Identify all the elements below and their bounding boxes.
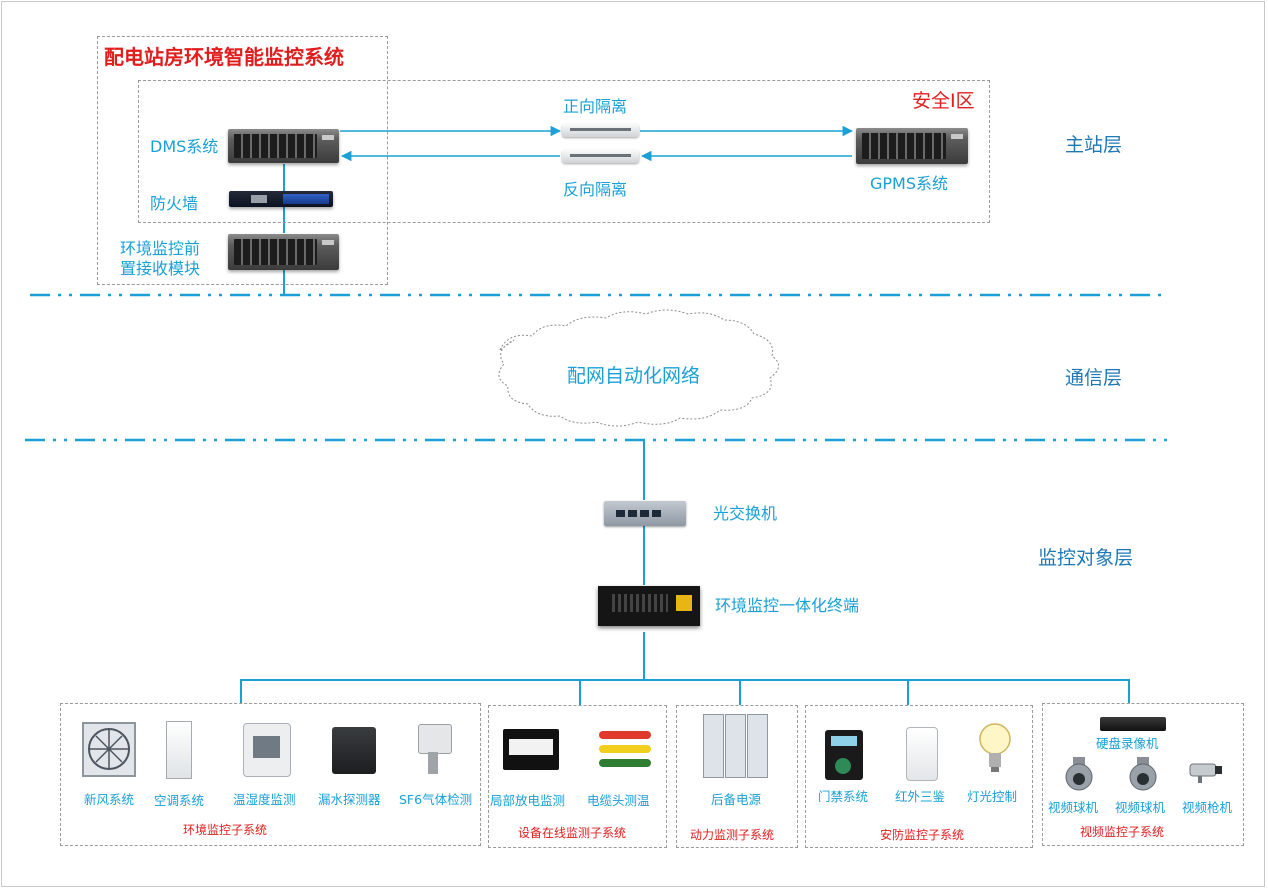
- subsystem-label: 视频监控子系统: [1080, 825, 1165, 839]
- device-label: 视频球机: [1048, 800, 1099, 815]
- dms-label: DMS系统: [150, 137, 219, 156]
- sf6-gas-detector-icon: [414, 724, 454, 776]
- layer-monitored-label: 监控对象层: [1038, 547, 1134, 569]
- device-label: 灯光控制: [967, 789, 1018, 804]
- cable-temperature-sensor-icon: [597, 729, 655, 769]
- device-label: 空调系统: [154, 793, 205, 808]
- device-label: 视频枪机: [1182, 800, 1233, 815]
- subsystem-box-env: [60, 703, 481, 846]
- master-system-box: [97, 36, 388, 285]
- forward-isolation-label: 正向隔离: [563, 97, 628, 116]
- device-label: 门禁系统: [818, 789, 869, 804]
- device-label: 漏水探测器: [318, 792, 381, 807]
- env-frontend-label: 环境监控前 置接收模块: [120, 239, 201, 278]
- air-conditioner-icon: [166, 721, 192, 779]
- subsystem-box-online: [488, 705, 667, 848]
- env-frontend-server-icon: [228, 234, 339, 270]
- network-cloud-label: 配网自动化网络: [567, 365, 701, 387]
- fan-icon: [82, 722, 136, 777]
- subsystem-label: 动力监测子系统: [690, 828, 775, 842]
- device-label: 视频球机: [1115, 800, 1166, 815]
- firewall-label: 防火墙: [150, 194, 199, 213]
- network-cloud-shape: [498, 309, 779, 427]
- bullet-camera-icon: [1188, 762, 1224, 784]
- water-leak-detector-icon: [332, 727, 376, 774]
- device-label: 局部放电监测: [490, 793, 566, 808]
- temp-humidity-sensor-icon: [243, 723, 291, 777]
- optical-switch-label: 光交换机: [713, 504, 778, 523]
- device-label: 温湿度监测: [233, 792, 296, 807]
- security-zone-box: [138, 80, 990, 223]
- access-control-icon: [825, 730, 863, 780]
- firewall-icon: [229, 191, 333, 207]
- backup-power-cabinet-icon: [703, 714, 769, 778]
- infrared-detector-icon: [906, 727, 938, 781]
- security-zone-label: 安全I区: [912, 90, 975, 112]
- layer-comm-label: 通信层: [1065, 367, 1123, 389]
- device-label: 电缆头测温: [587, 793, 650, 808]
- gpms-server-icon: [856, 128, 968, 164]
- device-label: 红外三鉴: [895, 789, 946, 804]
- dome-camera-icon: [1063, 757, 1095, 793]
- device-label: 新风系统: [84, 792, 135, 807]
- dvr-icon: [1100, 717, 1166, 731]
- layer-master-label: 主站层: [1065, 134, 1123, 156]
- terminal-icon: [598, 586, 700, 626]
- reverse-isolator-icon: [562, 150, 639, 163]
- subsystem-label: 设备在线监测子系统: [518, 826, 627, 840]
- subsystem-box-security: [805, 705, 1033, 848]
- dms-server-icon: [228, 129, 339, 163]
- device-label: SF6气体检测: [399, 792, 473, 807]
- light-bulb-icon: [978, 722, 1012, 776]
- dome-camera-icon: [1127, 757, 1159, 793]
- terminal-label: 环境监控一体化终端: [715, 596, 860, 615]
- subsystem-box-power: [676, 705, 798, 848]
- system-title: 配电站房环境智能监控系统: [104, 45, 344, 69]
- partial-discharge-monitor-icon: [503, 729, 559, 770]
- forward-isolator-icon: [562, 124, 639, 137]
- reverse-isolation-label: 反向隔离: [563, 180, 628, 199]
- device-label: 后备电源: [711, 792, 762, 807]
- optical-switch-icon: [604, 501, 686, 526]
- gpms-label: GPMS系统: [870, 174, 949, 193]
- device-label: 硬盘录像机: [1096, 736, 1159, 751]
- subsystem-box-video: [1042, 703, 1244, 846]
- subsystem-label: 安防监控子系统: [880, 828, 965, 842]
- subsystem-label: 环境监控子系统: [183, 823, 268, 837]
